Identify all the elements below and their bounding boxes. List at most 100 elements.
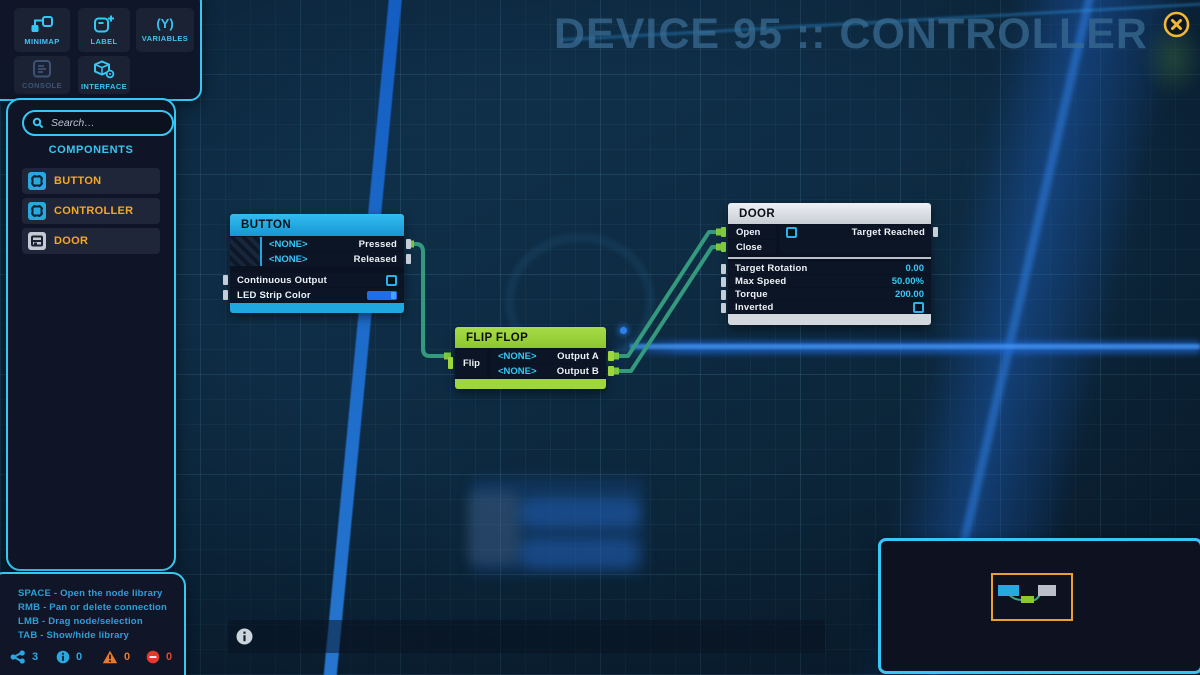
property-pin-led-strip-color[interactable]	[223, 290, 228, 300]
property-label: Inverted	[735, 301, 774, 313]
property-pin-max-speed[interactable]	[721, 277, 726, 287]
components-section-title: COMPONENTS	[48, 144, 134, 156]
property-row-max-speed[interactable]: Max Speed 50.00%	[728, 275, 931, 287]
toolbar-label: VARIABLES	[141, 34, 189, 43]
node-footer	[455, 379, 606, 389]
node-flipflop-header[interactable]: FLIP FLOP	[455, 327, 606, 348]
property-row-led-strip-color[interactable]: LED Strip Color	[230, 288, 404, 302]
divider	[260, 237, 262, 266]
node-flipflop[interactable]: FLIP FLOP Flip <NONE> Output A <NONE> Ou…	[448, 327, 614, 389]
variables-button[interactable]: (Y) VARIABLES	[136, 8, 194, 52]
status-info: 0	[56, 650, 82, 664]
property-pin-inverted[interactable]	[721, 303, 726, 313]
binding-value[interactable]: <NONE>	[269, 238, 308, 250]
input-cell-open[interactable]: Open	[728, 225, 776, 239]
output-pin-released[interactable]	[406, 254, 411, 264]
console-button[interactable]: CONSOLE	[14, 56, 70, 94]
chip-icon	[28, 202, 46, 220]
property-row-torque[interactable]: Torque 200.00	[728, 288, 931, 300]
node-door[interactable]: DOOR Open Close Target Reached Target Ro…	[721, 203, 938, 325]
hint-space: SPACE - Open the node library	[18, 588, 163, 599]
interface-icon	[94, 59, 115, 78]
error-icon	[146, 650, 160, 664]
warnings-count: 0	[124, 651, 131, 663]
target-reached-checkbox[interactable]	[786, 227, 797, 238]
property-row-continuous-output[interactable]: Continuous Output	[230, 273, 404, 287]
property-value[interactable]: 0.00	[905, 262, 925, 274]
search-icon	[32, 117, 44, 129]
toolbar-label: MINIMAP	[24, 36, 60, 46]
minimap-viewport[interactable]	[991, 573, 1073, 621]
event-label: Pressed	[358, 238, 397, 250]
warning-icon	[102, 650, 118, 664]
search-input[interactable]	[49, 116, 164, 130]
status-warnings: 0	[102, 650, 130, 664]
input-cell-close[interactable]: Close	[728, 240, 776, 254]
binding-value[interactable]: <NONE>	[498, 365, 537, 377]
output-pin-pressed[interactable]	[406, 239, 411, 249]
info-icon	[56, 650, 70, 664]
search-box[interactable]	[22, 110, 174, 136]
property-value[interactable]: 50.00%	[891, 275, 924, 287]
led-strip-color-swatch[interactable]	[367, 290, 397, 300]
binding-value[interactable]: <NONE>	[269, 253, 308, 265]
interface-button[interactable]: INTERFACE	[78, 56, 130, 94]
input-pin-open[interactable]	[721, 227, 726, 237]
property-pin-torque[interactable]	[721, 290, 726, 300]
wire-outputA-to-open[interactable]	[613, 230, 722, 358]
sidebar-item-label: DOOR	[54, 235, 89, 247]
hint-rmb: RMB - Pan or delete connection	[18, 602, 168, 613]
output-pin-b[interactable]	[608, 366, 614, 376]
input-pin-close[interactable]	[721, 242, 726, 252]
console-icon	[33, 60, 51, 78]
output-pin-target-reached[interactable]	[933, 227, 938, 237]
inverted-checkbox[interactable]	[913, 301, 924, 313]
continuous-output-checkbox[interactable]	[386, 274, 397, 286]
close-button[interactable]	[1163, 11, 1190, 38]
property-pin-target-rotation[interactable]	[721, 264, 726, 274]
sidebar-item-button[interactable]: BUTTON	[22, 168, 160, 194]
event-label: Target Reached	[851, 227, 925, 238]
status-errors: 0	[146, 650, 172, 664]
button-thumbnail	[230, 237, 260, 266]
input-cell-flip[interactable]: Flip	[455, 349, 487, 378]
minimap-button[interactable]: MINIMAP	[14, 8, 70, 52]
hint-tab: TAB - Show/hide library	[18, 630, 130, 641]
property-label: LED Strip Color	[237, 289, 311, 301]
wire-pressed-to-flip[interactable]	[407, 242, 450, 358]
event-label: Output A	[557, 350, 599, 362]
event-label: Released	[353, 253, 397, 265]
node-footer	[230, 303, 404, 313]
node-door-header[interactable]: DOOR	[728, 203, 931, 224]
connections-count: 3	[32, 651, 39, 663]
input-label: Flip	[463, 358, 480, 369]
node-button-header[interactable]: BUTTON	[230, 214, 404, 236]
status-connections: 3	[10, 650, 38, 664]
node-button[interactable]: BUTTON <NONE> Pressed <NONE> Released Co…	[223, 214, 411, 313]
property-row-target-rotation[interactable]: Target Rotation 0.00	[728, 262, 931, 274]
binding-value[interactable]: <NONE>	[498, 350, 537, 362]
property-row-inverted[interactable]: Inverted	[728, 301, 931, 313]
sidebar-item-controller[interactable]: CONTROLLER	[22, 198, 160, 224]
input-pin-flip[interactable]	[448, 357, 453, 369]
toolbar-label: LABEL	[90, 37, 118, 46]
event-row-pressed[interactable]: <NONE> Pressed	[262, 237, 404, 251]
output-pin-a[interactable]	[608, 351, 614, 361]
event-row-output-b[interactable]: <NONE> Output B	[491, 364, 606, 378]
property-pin-continuous-output[interactable]	[223, 275, 228, 285]
door-icon	[28, 232, 46, 250]
info-count: 0	[76, 651, 83, 663]
property-value[interactable]: 200.00	[894, 288, 924, 300]
info-icon	[236, 628, 253, 645]
sidebar-item-door[interactable]: DOOR	[22, 228, 160, 254]
node-title: DOOR	[739, 207, 776, 220]
info-bar	[228, 620, 825, 653]
hint-lmb: LMB - Drag node/selection	[18, 616, 143, 627]
hints-panel: SPACE - Open the node library RMB - Pan …	[0, 572, 186, 675]
event-row-output-a[interactable]: <NONE> Output A	[491, 349, 606, 363]
event-row-target-reached[interactable]: Target Reached	[780, 225, 931, 254]
minimap-panel[interactable]	[878, 538, 1200, 674]
page-title: DEVICE 95 :: CONTROLLER	[554, 10, 1148, 58]
event-row-released[interactable]: <NONE> Released	[262, 252, 404, 266]
label-button[interactable]: LABEL	[78, 8, 130, 52]
